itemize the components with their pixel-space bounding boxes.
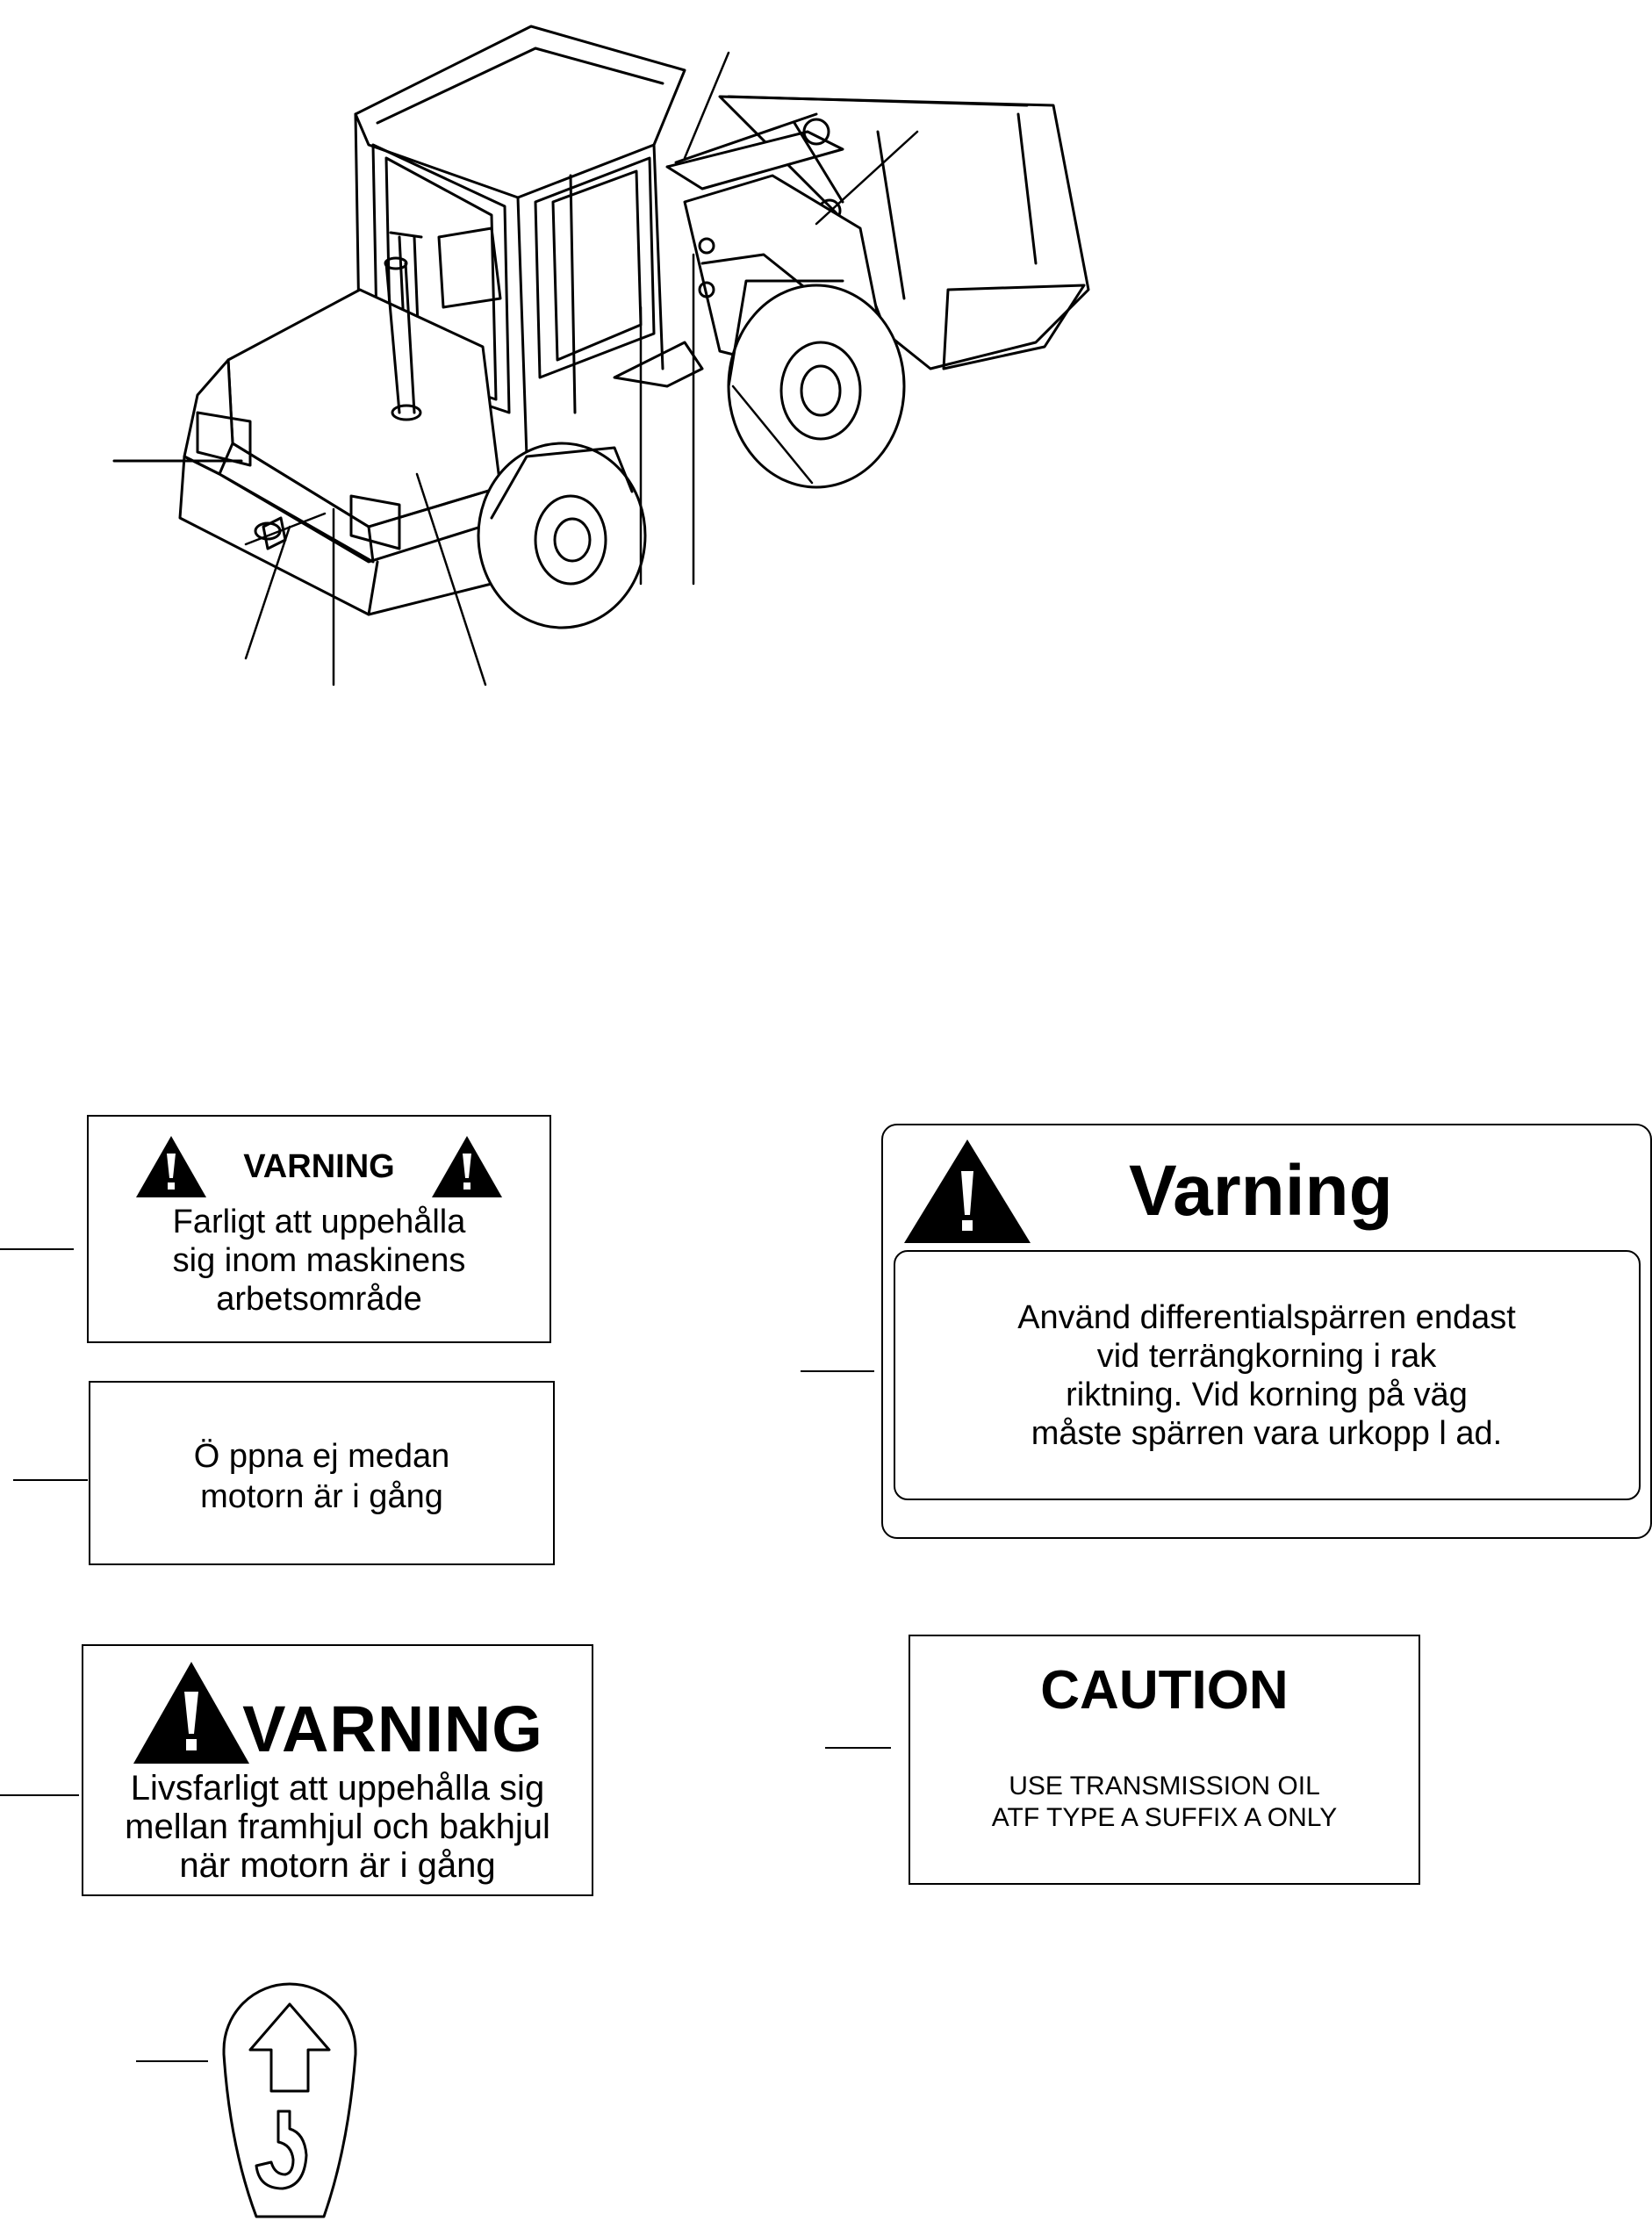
label-text-line: motorn är i gång: [200, 1478, 443, 1515]
caution-label-transmission-oil: CAUTION USE TRANSMISSION OIL ATF TYPE A …: [909, 1635, 1420, 1885]
callout-line: [0, 1248, 74, 1250]
warning-title: VARNING: [243, 1147, 395, 1185]
callout-line: [136, 2060, 208, 2062]
warning-label-work-area: VARNING Farligt att uppehålla sig inom m…: [87, 1115, 551, 1343]
warning-triangle-icon: [136, 1136, 207, 1197]
warning-title: VARNING: [242, 1693, 543, 1765]
warning-triangle-icon: [904, 1139, 1031, 1243]
label-text-line: arbetsområde: [216, 1281, 422, 1318]
warning-triangle-icon: [133, 1662, 250, 1764]
warning-label-between-wheels: VARNING Livsfarligt att uppehålla sig me…: [82, 1644, 593, 1896]
callout-line: [0, 1794, 79, 1796]
label-text-line: sig inom maskinens: [172, 1242, 466, 1279]
label-text-line: Ö ppna ej medan: [193, 1438, 450, 1475]
callout-line: [825, 1747, 891, 1749]
warning-label-differential-lock: Varning Använd differentialspärren endas…: [881, 1124, 1652, 1539]
warning-title: Varning: [1129, 1151, 1393, 1231]
label-text-line: när motorn är i gång: [179, 1846, 496, 1885]
label-text-line: ATF TYPE A SUFFIX A ONLY: [991, 1803, 1338, 1832]
label-text-line: mellan framhjul och bakhjul: [125, 1808, 550, 1846]
callout-line: [801, 1370, 874, 1372]
warning-triangle-icon: [431, 1136, 502, 1197]
callout-line: [13, 1479, 88, 1481]
label-text-line: Farligt att uppehålla: [172, 1204, 466, 1240]
label-text-line: vid terrängkorning i rak: [1096, 1337, 1437, 1375]
label-text-line: USE TRANSMISSION OIL: [1009, 1772, 1320, 1801]
notice-label-do-not-open: Ö ppna ej medan motorn är i gång: [89, 1381, 555, 1565]
label-text-line: Livsfarligt att uppehålla sig: [130, 1769, 545, 1808]
label-text-line: Använd differentialspärren endast: [1017, 1298, 1516, 1336]
inner-text-frame: Använd differentialspärren endast vid te…: [893, 1250, 1641, 1500]
wheel-loader-illustration: [112, 25, 1090, 686]
caution-title: CAUTION: [1040, 1660, 1289, 1721]
lifting-hook-icon: [222, 1982, 357, 2218]
label-text-line: måste spärren vara urkopp l ad.: [1031, 1414, 1503, 1452]
label-text-line: riktning. Vid korning på väg: [1066, 1376, 1468, 1413]
